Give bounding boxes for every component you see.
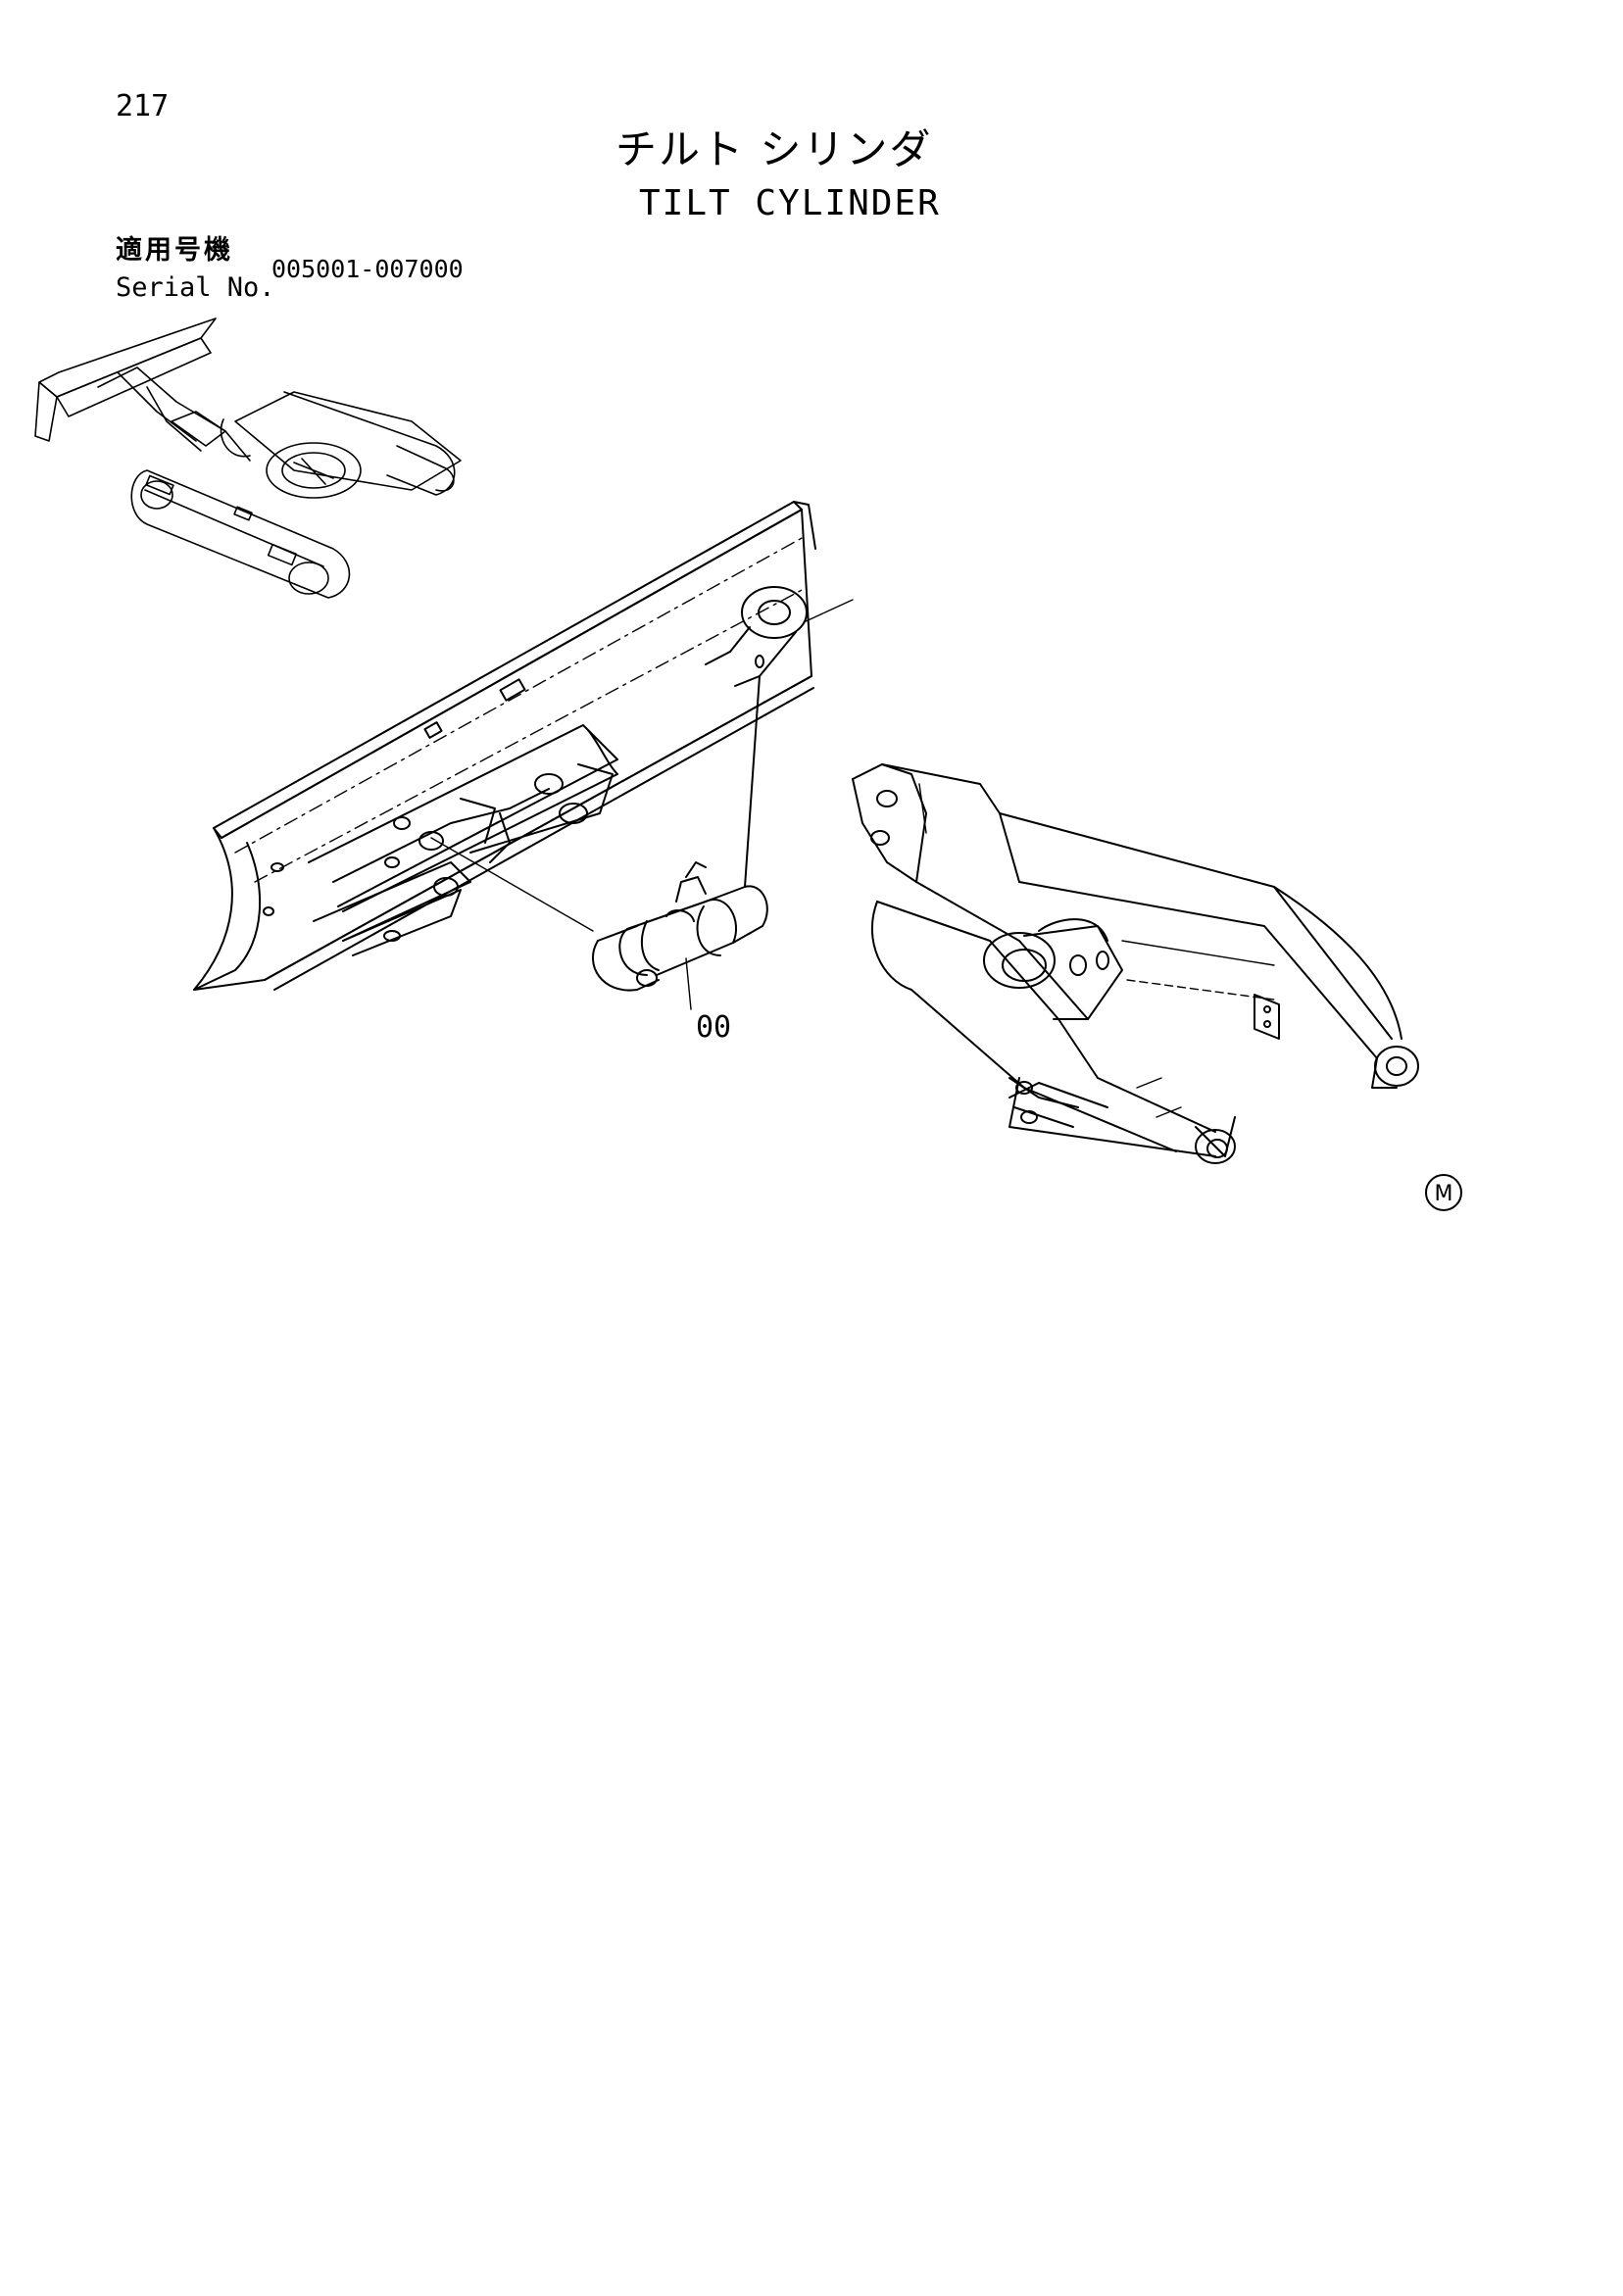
- serial-label-japanese: 適用号機: [116, 235, 233, 266]
- circled-m-mark: M: [1425, 1174, 1462, 1211]
- serial-range: 005001-007000: [271, 255, 464, 283]
- tilt-cylinder: [593, 587, 853, 1009]
- title-japanese: チルト シリンダ: [615, 125, 933, 173]
- serial-label-english: Serial No.: [116, 272, 275, 303]
- machine-thumbnail: [35, 318, 461, 598]
- title-english: TILT CYLINDER: [639, 183, 941, 223]
- blade-frame: [853, 764, 1418, 1163]
- dozer-blade: [194, 502, 815, 990]
- part-callout-00: 00: [696, 1010, 732, 1045]
- page-number: 217: [116, 89, 170, 123]
